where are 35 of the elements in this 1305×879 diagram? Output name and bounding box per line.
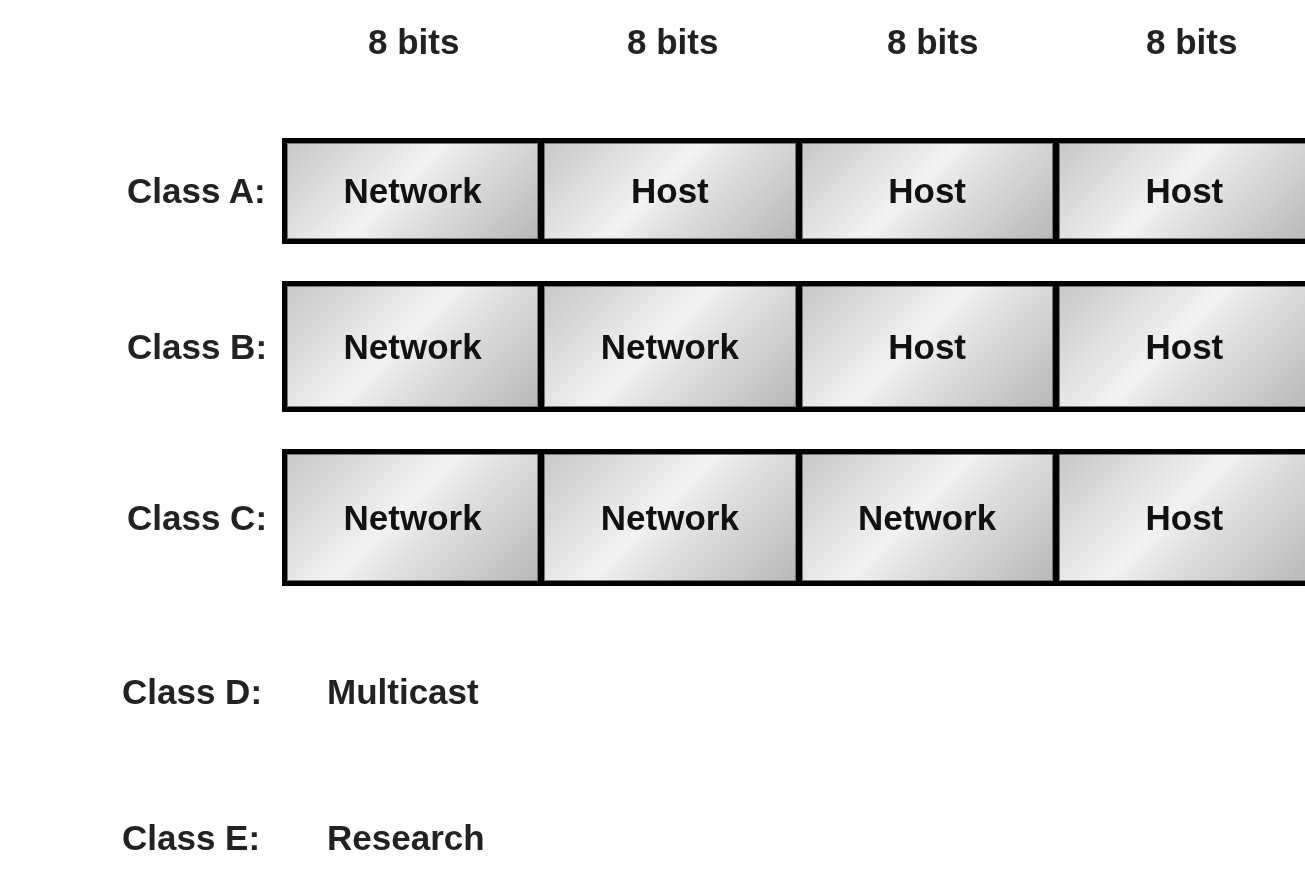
field-label: Host bbox=[1145, 497, 1224, 538]
field-cell bbox=[287, 286, 539, 407]
field-label: Host bbox=[1145, 326, 1224, 367]
field-cell bbox=[544, 286, 796, 407]
field-cell bbox=[287, 454, 539, 581]
field-label: Host bbox=[1145, 171, 1224, 211]
field-cell bbox=[287, 143, 539, 239]
class-label: Class E: bbox=[122, 818, 261, 858]
class-label: Class A: bbox=[126, 171, 267, 211]
field-label: Network bbox=[600, 326, 739, 367]
field-label: Host bbox=[888, 171, 966, 211]
field-label: Host bbox=[631, 171, 709, 211]
field-label: Network bbox=[600, 497, 739, 538]
class-description: Research bbox=[327, 818, 485, 858]
field-label: Network bbox=[343, 326, 482, 367]
bit-width-label: 8 bits bbox=[887, 22, 979, 62]
field-label: Network bbox=[858, 497, 997, 538]
field-cell bbox=[544, 454, 796, 581]
bit-width-label: 8 bits bbox=[627, 22, 719, 62]
bit-width-label: 8 bits bbox=[1146, 22, 1238, 62]
class-label: Class D: bbox=[122, 672, 263, 712]
field-cell bbox=[544, 143, 796, 239]
field-cell bbox=[801, 454, 1053, 581]
field-label: Network bbox=[343, 171, 482, 211]
class-description: Multicast bbox=[327, 672, 479, 712]
bit-width-label: 8 bits bbox=[368, 22, 460, 62]
field-cell bbox=[1058, 143, 1305, 239]
field-cell bbox=[801, 286, 1053, 407]
field-cell bbox=[1058, 286, 1305, 407]
field-cell bbox=[801, 143, 1053, 239]
field-label: Network bbox=[343, 497, 482, 538]
class-label: Class B: bbox=[126, 326, 269, 367]
class-label: Class C: bbox=[126, 497, 269, 538]
field-label: Host bbox=[888, 326, 966, 367]
field-cell bbox=[1058, 454, 1305, 581]
